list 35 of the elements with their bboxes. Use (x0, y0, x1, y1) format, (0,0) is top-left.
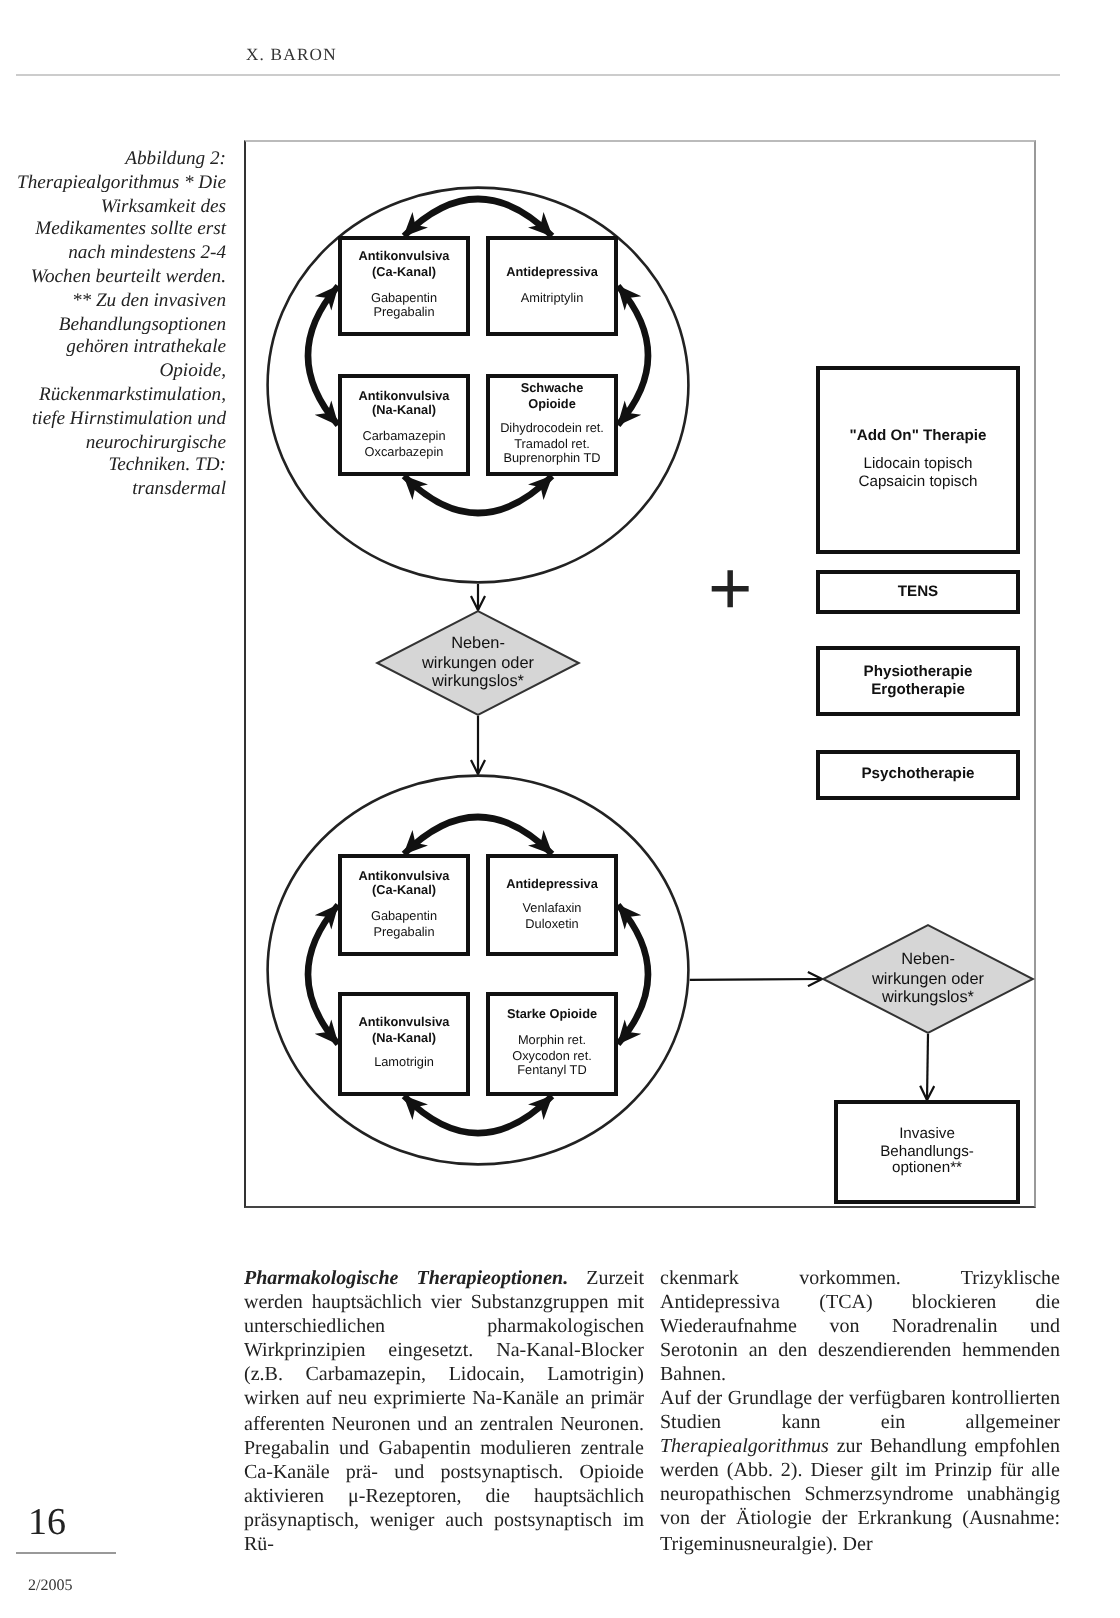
decision-text: Neben- wirkungen oder wirkungslos* (870, 950, 986, 1008)
double-arrow (401, 473, 555, 517)
double-arrow (401, 813, 555, 857)
running-header: X. BARON (246, 44, 337, 64)
decision-text: Neben- wirkungen oder wirkungslos* (421, 634, 535, 692)
process-box (338, 236, 470, 336)
double-arrow (304, 903, 341, 1046)
issue-date: 2/2005 (28, 1576, 73, 1594)
arrow (469, 584, 487, 612)
process-box (486, 236, 618, 336)
process-box (486, 992, 618, 1096)
decision-diamond (822, 924, 1034, 1034)
page-number: 16 (28, 1504, 66, 1544)
double-arrow (401, 195, 555, 239)
double-arrow (304, 284, 341, 427)
double-arrow (615, 903, 652, 1046)
body-paragraph: Pharmakologische Therapieoptionen. Zurzeit werden hauptsächlich vier Substanzgruppen mit unterschiedlichen pharmakologischen Wirkprinzipien eingesetzt. Na-Kanal-Blocker (z.B. Carbamazepin, Lidocain, Lamotrigin) wirken auf neu exprimierte Na-Kanäle an primär afferenten Neuronen und an zentralen Neuronen. Pregabalin und Gabapentin modulieren zentrale Ca-Kanäle prä- und postsynaptisch. Opioide aktivieren μ-Rezeptoren, die hauptsächlich präsynaptisch, weniger auch postsynaptisch im Rü- (244, 1268, 644, 1559)
double-arrow (401, 1093, 555, 1137)
double-arrow (615, 284, 652, 427)
arrow (689, 970, 824, 988)
process-box (486, 374, 618, 476)
process-box (338, 854, 470, 956)
process-box (338, 992, 470, 1096)
body-paragraph: Auf der Grundlage der verfügbaren kontrollierten Studien kann ein allgemeiner Therapiealgorithmus zur Behandlung empfohlen werden (Abb. 2). Dieser gilt im Prinzip für alle neuropathischen Schmerzsyndrome unabhängig von der Ätiologie der Erkrankung (Ausnahme: Trigeminusneuralgie). Der (660, 1388, 1060, 1558)
body-paragraph: ckenmark vorkommen. Trizyklische Antidepressiva (TCA) blockieren die Wiederaufnahme von Noradrenalin und Serotonin an den deszendierenden hemmenden Bahnen. (660, 1268, 1060, 1389)
process-box (486, 854, 618, 956)
group-circle (266, 186, 690, 584)
plus-sign: + (708, 552, 753, 628)
decision-diamond (376, 610, 580, 716)
figure-caption: Abbildung 2: Therapiealgorithmus * Die Wirksamkeit des Medikamentes sollte erst nach mindestens 2-4 Wochen beurteilt werden. ** Zu den invasiven Behandlungsoptionen gehören intrathekale Opioide, Rückenmarkstimulation, tiefe Hirnstimulation und neurochirurgische Techniken. TD: transdermal (15, 148, 226, 502)
group-circle (266, 774, 690, 1166)
arrow (919, 1034, 936, 1102)
arrow (469, 716, 487, 776)
process-box (338, 374, 470, 476)
process-box (816, 366, 1020, 554)
